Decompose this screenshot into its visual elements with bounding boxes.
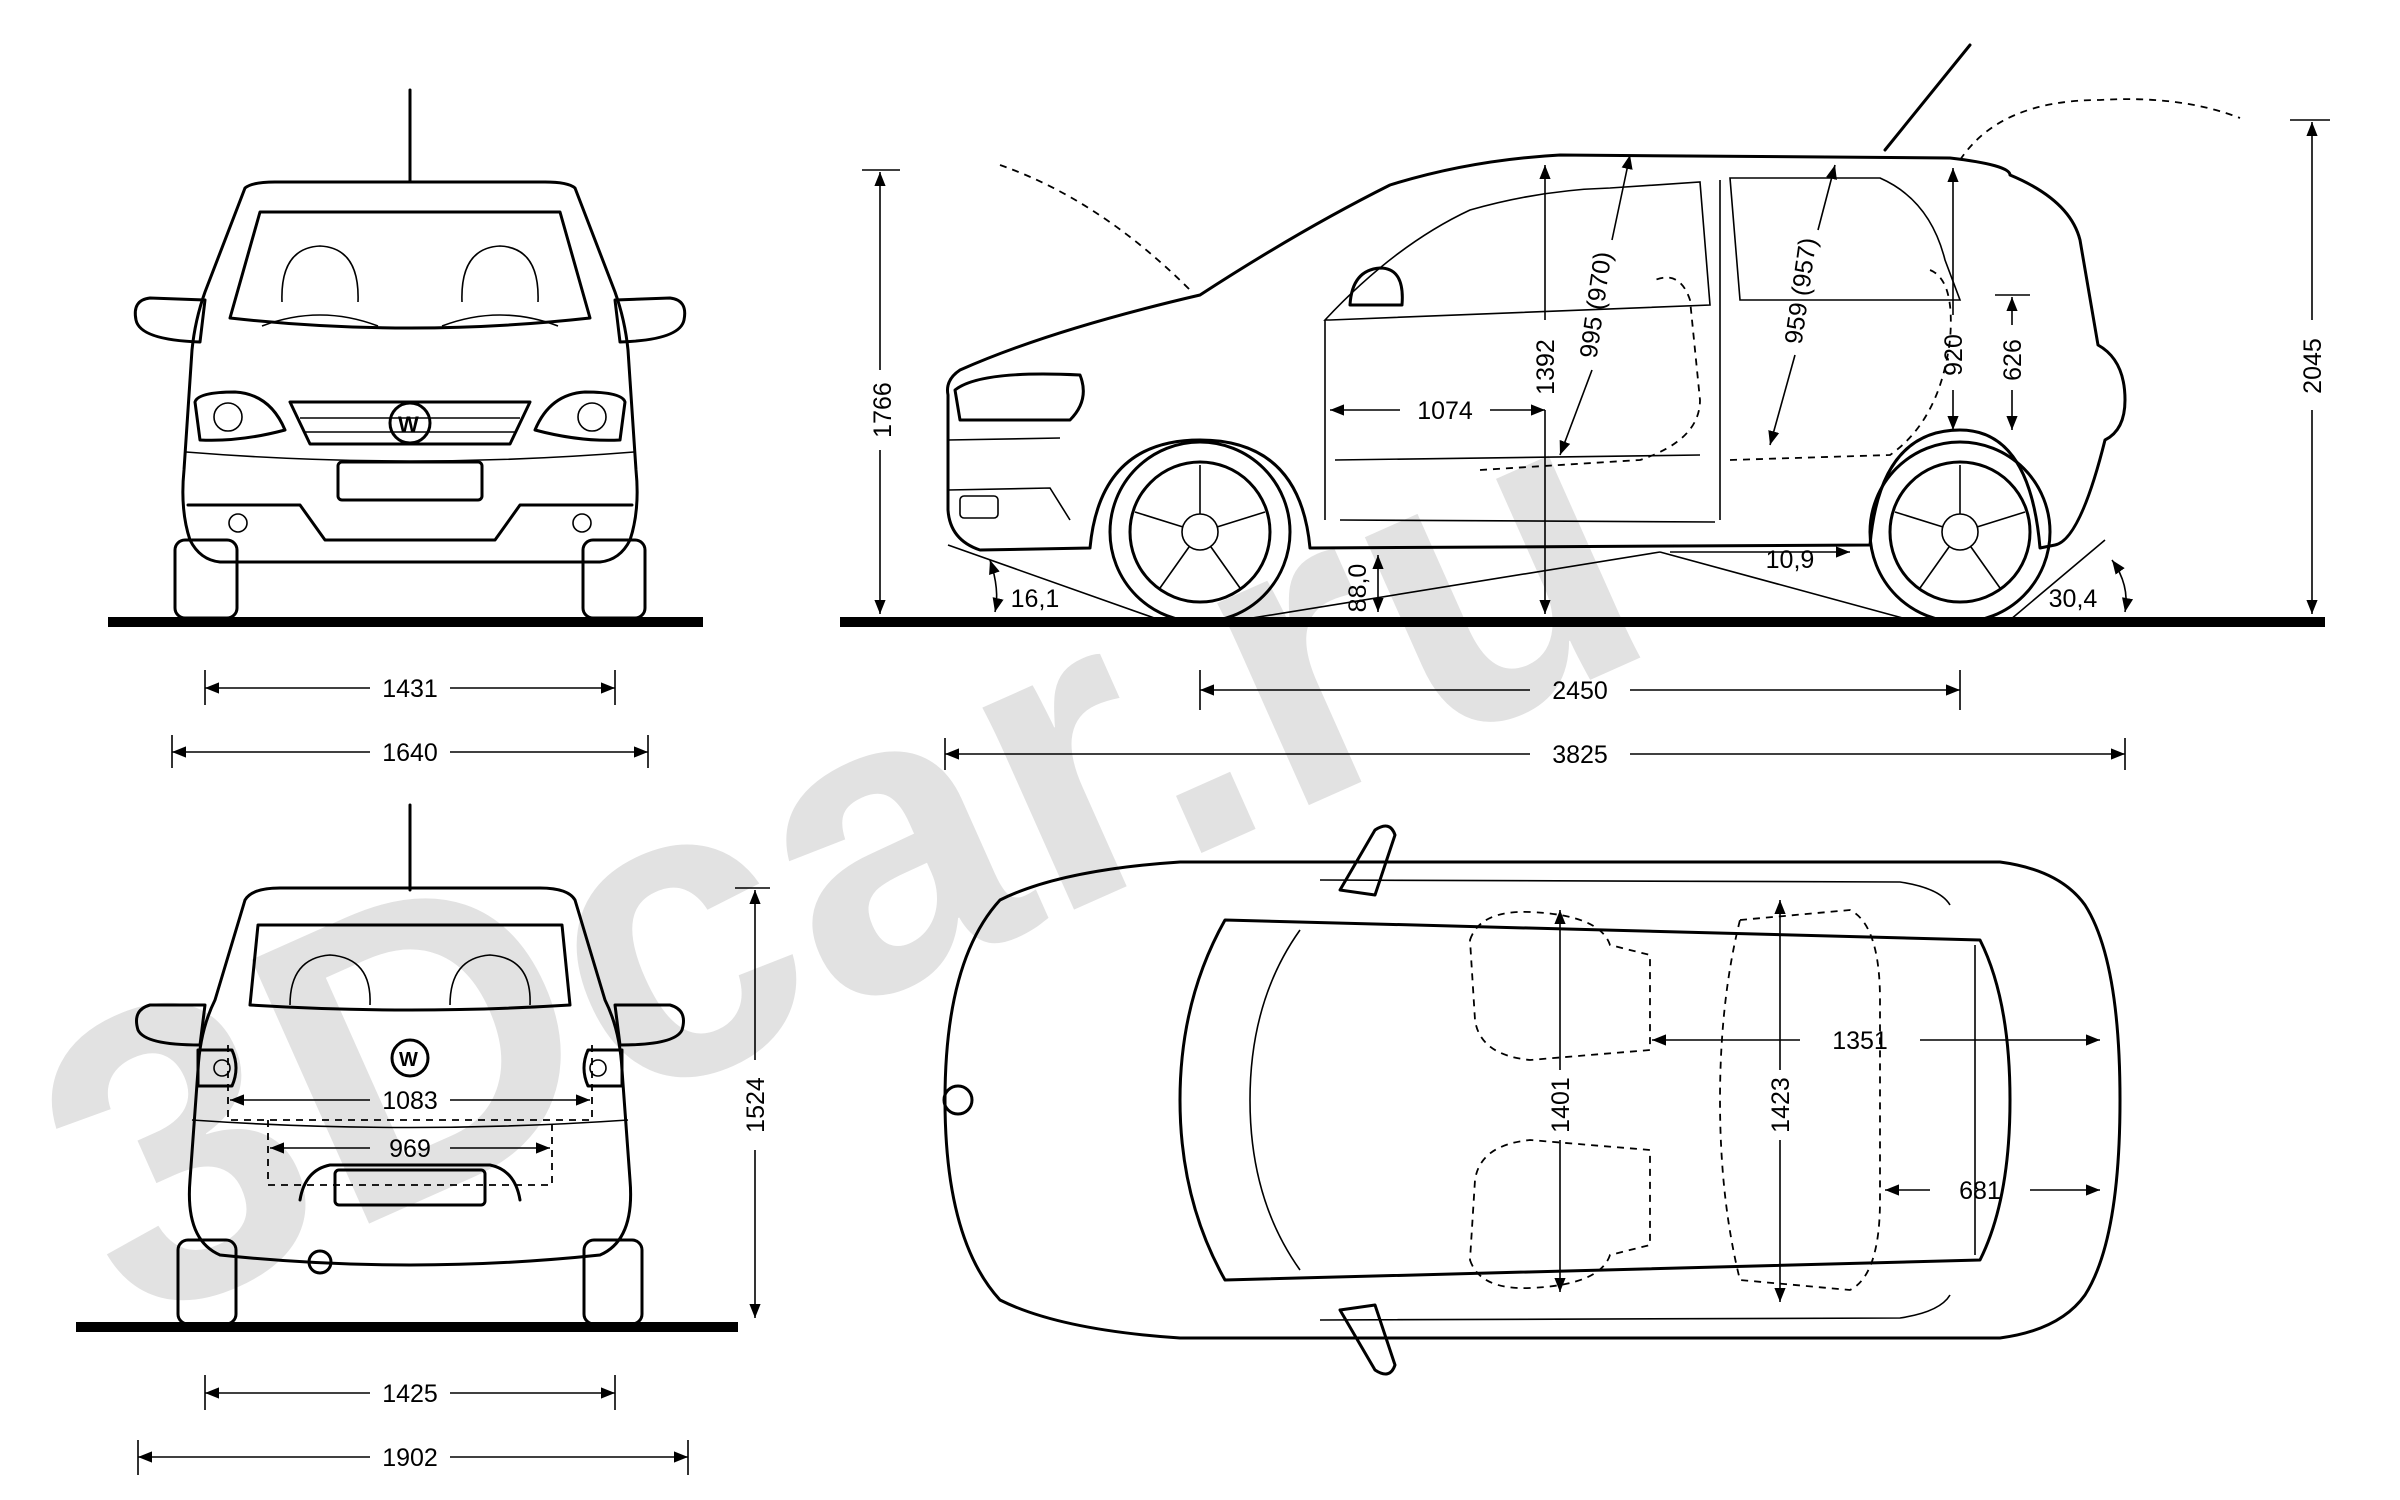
front-width-label: 1640 xyxy=(382,739,438,767)
side-boot-height-label: 920 xyxy=(1940,334,1968,376)
side-view xyxy=(840,43,2325,627)
side-boot-opening-label: 626 xyxy=(1999,339,2027,381)
front-view: W xyxy=(108,88,703,627)
side-dimensions: 1766 2045 1392 995 (970) 959 (957) 1074 … xyxy=(862,119,2330,770)
front-dimensions: 1431 1640 xyxy=(171,670,649,768)
svg-text:W: W xyxy=(399,1049,418,1071)
side-approach-angle-label: 16,1 xyxy=(1011,585,1060,613)
side-ramp-angle-label: 10,9 xyxy=(1766,546,1815,574)
side-cabin-height-label: 1392 xyxy=(1532,339,1560,395)
svg-text:W: W xyxy=(398,412,419,437)
side-seat-pedal-label: 1074 xyxy=(1417,397,1473,425)
top-cabin-length-label: 1351 xyxy=(1832,1027,1888,1055)
side-ground-line xyxy=(840,617,2325,627)
top-rear-width-label: 1401 xyxy=(1547,1077,1575,1133)
side-height-label: 1766 xyxy=(869,382,897,438)
rear-body xyxy=(187,886,633,1267)
watermark: 3Dcar.ru xyxy=(0,300,1702,1412)
top-dimensions: 1401 1423 1351 681 xyxy=(1547,900,2100,1302)
side-body xyxy=(946,153,2127,552)
side-height-open-label: 2045 xyxy=(2299,338,2327,394)
rear-badge xyxy=(390,1038,430,1078)
watermark-text: 3Dcar.ru xyxy=(0,300,1702,1412)
top-body xyxy=(943,860,2122,1340)
top-view xyxy=(942,824,2122,1376)
rear-dimensions: 1083 969 1524 1425 1902 xyxy=(137,887,770,1475)
side-wheelbase-label: 2450 xyxy=(1552,677,1608,705)
rear-height-label: 1524 xyxy=(742,1077,770,1133)
side-clearance-label: 88,0 xyxy=(1344,564,1372,613)
rear-mirror-width-label: 1902 xyxy=(382,1444,438,1472)
side-length-label: 3825 xyxy=(1552,741,1608,769)
side-front-headroom-label: 959 (957) xyxy=(1780,236,1823,346)
rear-view: W xyxy=(76,803,738,1332)
side-departure-angle-label: 30,4 xyxy=(2049,585,2098,613)
side-rear-wheel xyxy=(1868,440,2052,624)
side-front-wheel xyxy=(1108,440,1292,624)
top-front-width-label: 1423 xyxy=(1767,1077,1795,1133)
front-badge xyxy=(388,401,432,445)
top-boot-length-label: 681 xyxy=(1959,1177,2001,1205)
front-ground-line xyxy=(108,617,703,627)
side-rear-headroom-label: 995 (970) xyxy=(1575,250,1618,360)
rear-track-label: 1425 xyxy=(382,1380,438,1408)
rear-ground-line xyxy=(76,1322,738,1332)
rear-boot-width-label: 1083 xyxy=(382,1087,438,1115)
front-track-label: 1431 xyxy=(382,675,438,703)
rear-boot-opening-label: 969 xyxy=(389,1135,431,1163)
